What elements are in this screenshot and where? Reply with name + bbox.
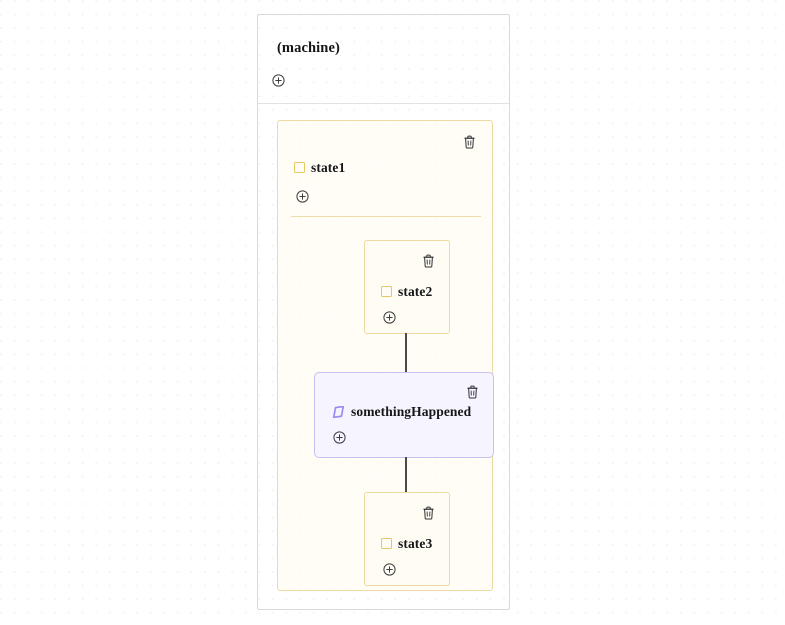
- plus-circle-icon: [296, 190, 309, 203]
- state-square-icon: [381, 286, 392, 298]
- state-square-icon: [294, 162, 305, 174]
- event-parallelogram-icon: [332, 405, 345, 418]
- state2-add-button[interactable]: [383, 311, 396, 324]
- event-label-row: somethingHappened: [332, 405, 471, 419]
- node-state3[interactable]: state3: [364, 492, 450, 586]
- plus-circle-icon: [383, 563, 396, 576]
- state2-label-row: state2: [381, 285, 432, 299]
- trash-icon: [423, 254, 434, 268]
- trash-icon: [423, 506, 434, 520]
- state1-label: state1: [311, 160, 346, 175]
- state3-label-row: state3: [381, 537, 432, 551]
- node-state1[interactable]: state1 state2: [277, 120, 494, 591]
- node-state2[interactable]: state2: [364, 240, 450, 334]
- node-event-somethinghappened[interactable]: somethingHappened: [314, 372, 494, 458]
- state1-delete-button[interactable]: [463, 135, 476, 149]
- machine-add-button[interactable]: [272, 74, 285, 87]
- machine-title: (machine): [277, 40, 340, 56]
- event-add-button[interactable]: [333, 431, 346, 444]
- state1-divider: [291, 216, 481, 217]
- machine-header: (machine): [258, 15, 509, 104]
- state1-add-button[interactable]: [296, 190, 309, 203]
- trash-icon: [467, 385, 478, 399]
- event-delete-button[interactable]: [466, 385, 479, 399]
- state2-label: state2: [398, 284, 433, 299]
- state3-delete-button[interactable]: [422, 506, 435, 520]
- state1-label-row: state1: [294, 161, 345, 175]
- event-label: somethingHappened: [351, 404, 472, 419]
- machine-container[interactable]: (machine) state1: [257, 14, 510, 610]
- trash-icon: [464, 135, 475, 149]
- state3-label: state3: [398, 536, 433, 551]
- plus-circle-icon: [383, 311, 396, 324]
- plus-circle-icon: [333, 431, 346, 444]
- transition-edge-event-to-state3: [405, 457, 407, 493]
- transition-edge-state2-to-event: [405, 333, 407, 373]
- state-square-icon: [381, 538, 392, 550]
- state2-delete-button[interactable]: [422, 254, 435, 268]
- state3-add-button[interactable]: [383, 563, 396, 576]
- plus-circle-icon: [272, 74, 285, 87]
